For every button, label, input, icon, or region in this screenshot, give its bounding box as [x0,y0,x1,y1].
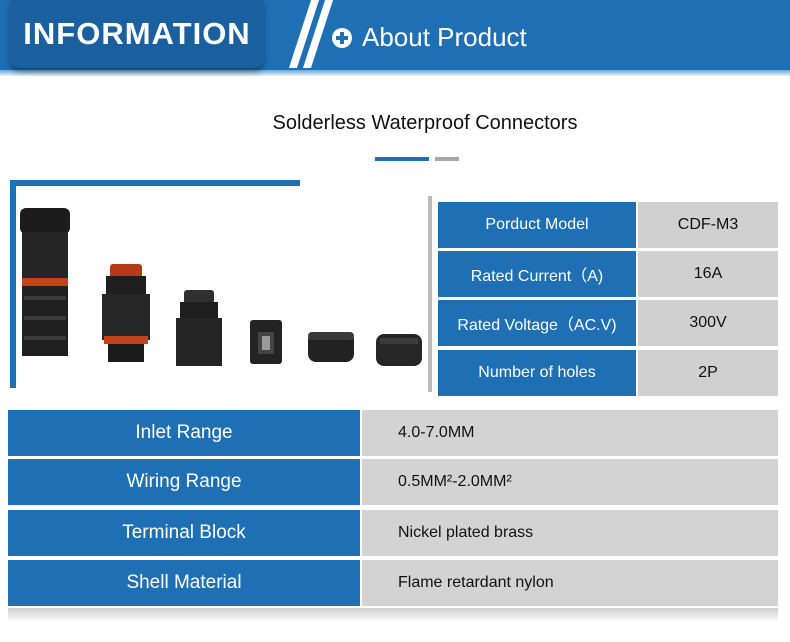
product-image [20,208,422,366]
image-frame-left [10,180,16,388]
spec-value: 300V [638,300,778,346]
assembled-connector-part [20,208,70,356]
header-shadow [0,70,790,76]
detail-row-terminal: Terminal Block Nickel plated brass [8,510,778,556]
spec-value: 2P [638,350,778,396]
detail-value: 4.0-7.0MM [362,410,778,456]
male-connector-part [102,264,150,362]
spec-row-current: Rated Current（A) 16A [438,251,778,297]
nut-part [376,334,422,366]
detail-value: Flame retardant nylon [362,560,778,606]
detail-row-shell: Shell Material Flame retardant nylon [8,560,778,606]
title-underline-blue [375,157,429,161]
spec-label: Porduct Model [438,202,636,248]
detail-value: Nickel plated brass [362,510,778,556]
spec-row-voltage: Rated Voltage（AC.V) 300V [438,300,778,346]
about-product-link[interactable]: About Product [332,22,527,53]
spec-value: CDF-M3 [638,202,778,248]
plus-circle-icon [332,27,352,48]
detail-label: Wiring Range [8,459,360,505]
seal-ring-part [308,332,354,362]
image-frame-right [428,196,432,392]
spec-row-model: Porduct Model CDF-M3 [438,202,778,248]
detail-row-inlet: Inlet Range 4.0-7.0MM [8,410,778,456]
image-frame-top [10,180,300,186]
detail-label: Shell Material [8,560,360,606]
title-underline-gray [435,157,459,161]
page-title: Solderless Waterproof Connectors [272,112,578,134]
spec-row-holes: Number of holes 2P [438,350,778,396]
spec-value: 16A [638,251,778,297]
table-shadow [8,608,778,622]
detail-label: Inlet Range [8,410,360,456]
detail-label: Terminal Block [8,510,360,556]
female-connector-part [176,290,222,366]
information-tab[interactable]: INFORMATION [10,0,264,68]
spec-label: Number of holes [438,350,636,396]
terminal-block-part [250,320,282,364]
detail-value: 0.5MM²-2.0MM² [362,459,778,505]
detail-row-wiring: Wiring Range 0.5MM²-2.0MM² [8,459,778,505]
spec-label: Rated Current（A) [438,251,636,297]
about-product-label: About Product [362,22,527,52]
spec-label: Rated Voltage（AC.V) [438,300,636,346]
information-tab-label: INFORMATION [23,16,251,51]
